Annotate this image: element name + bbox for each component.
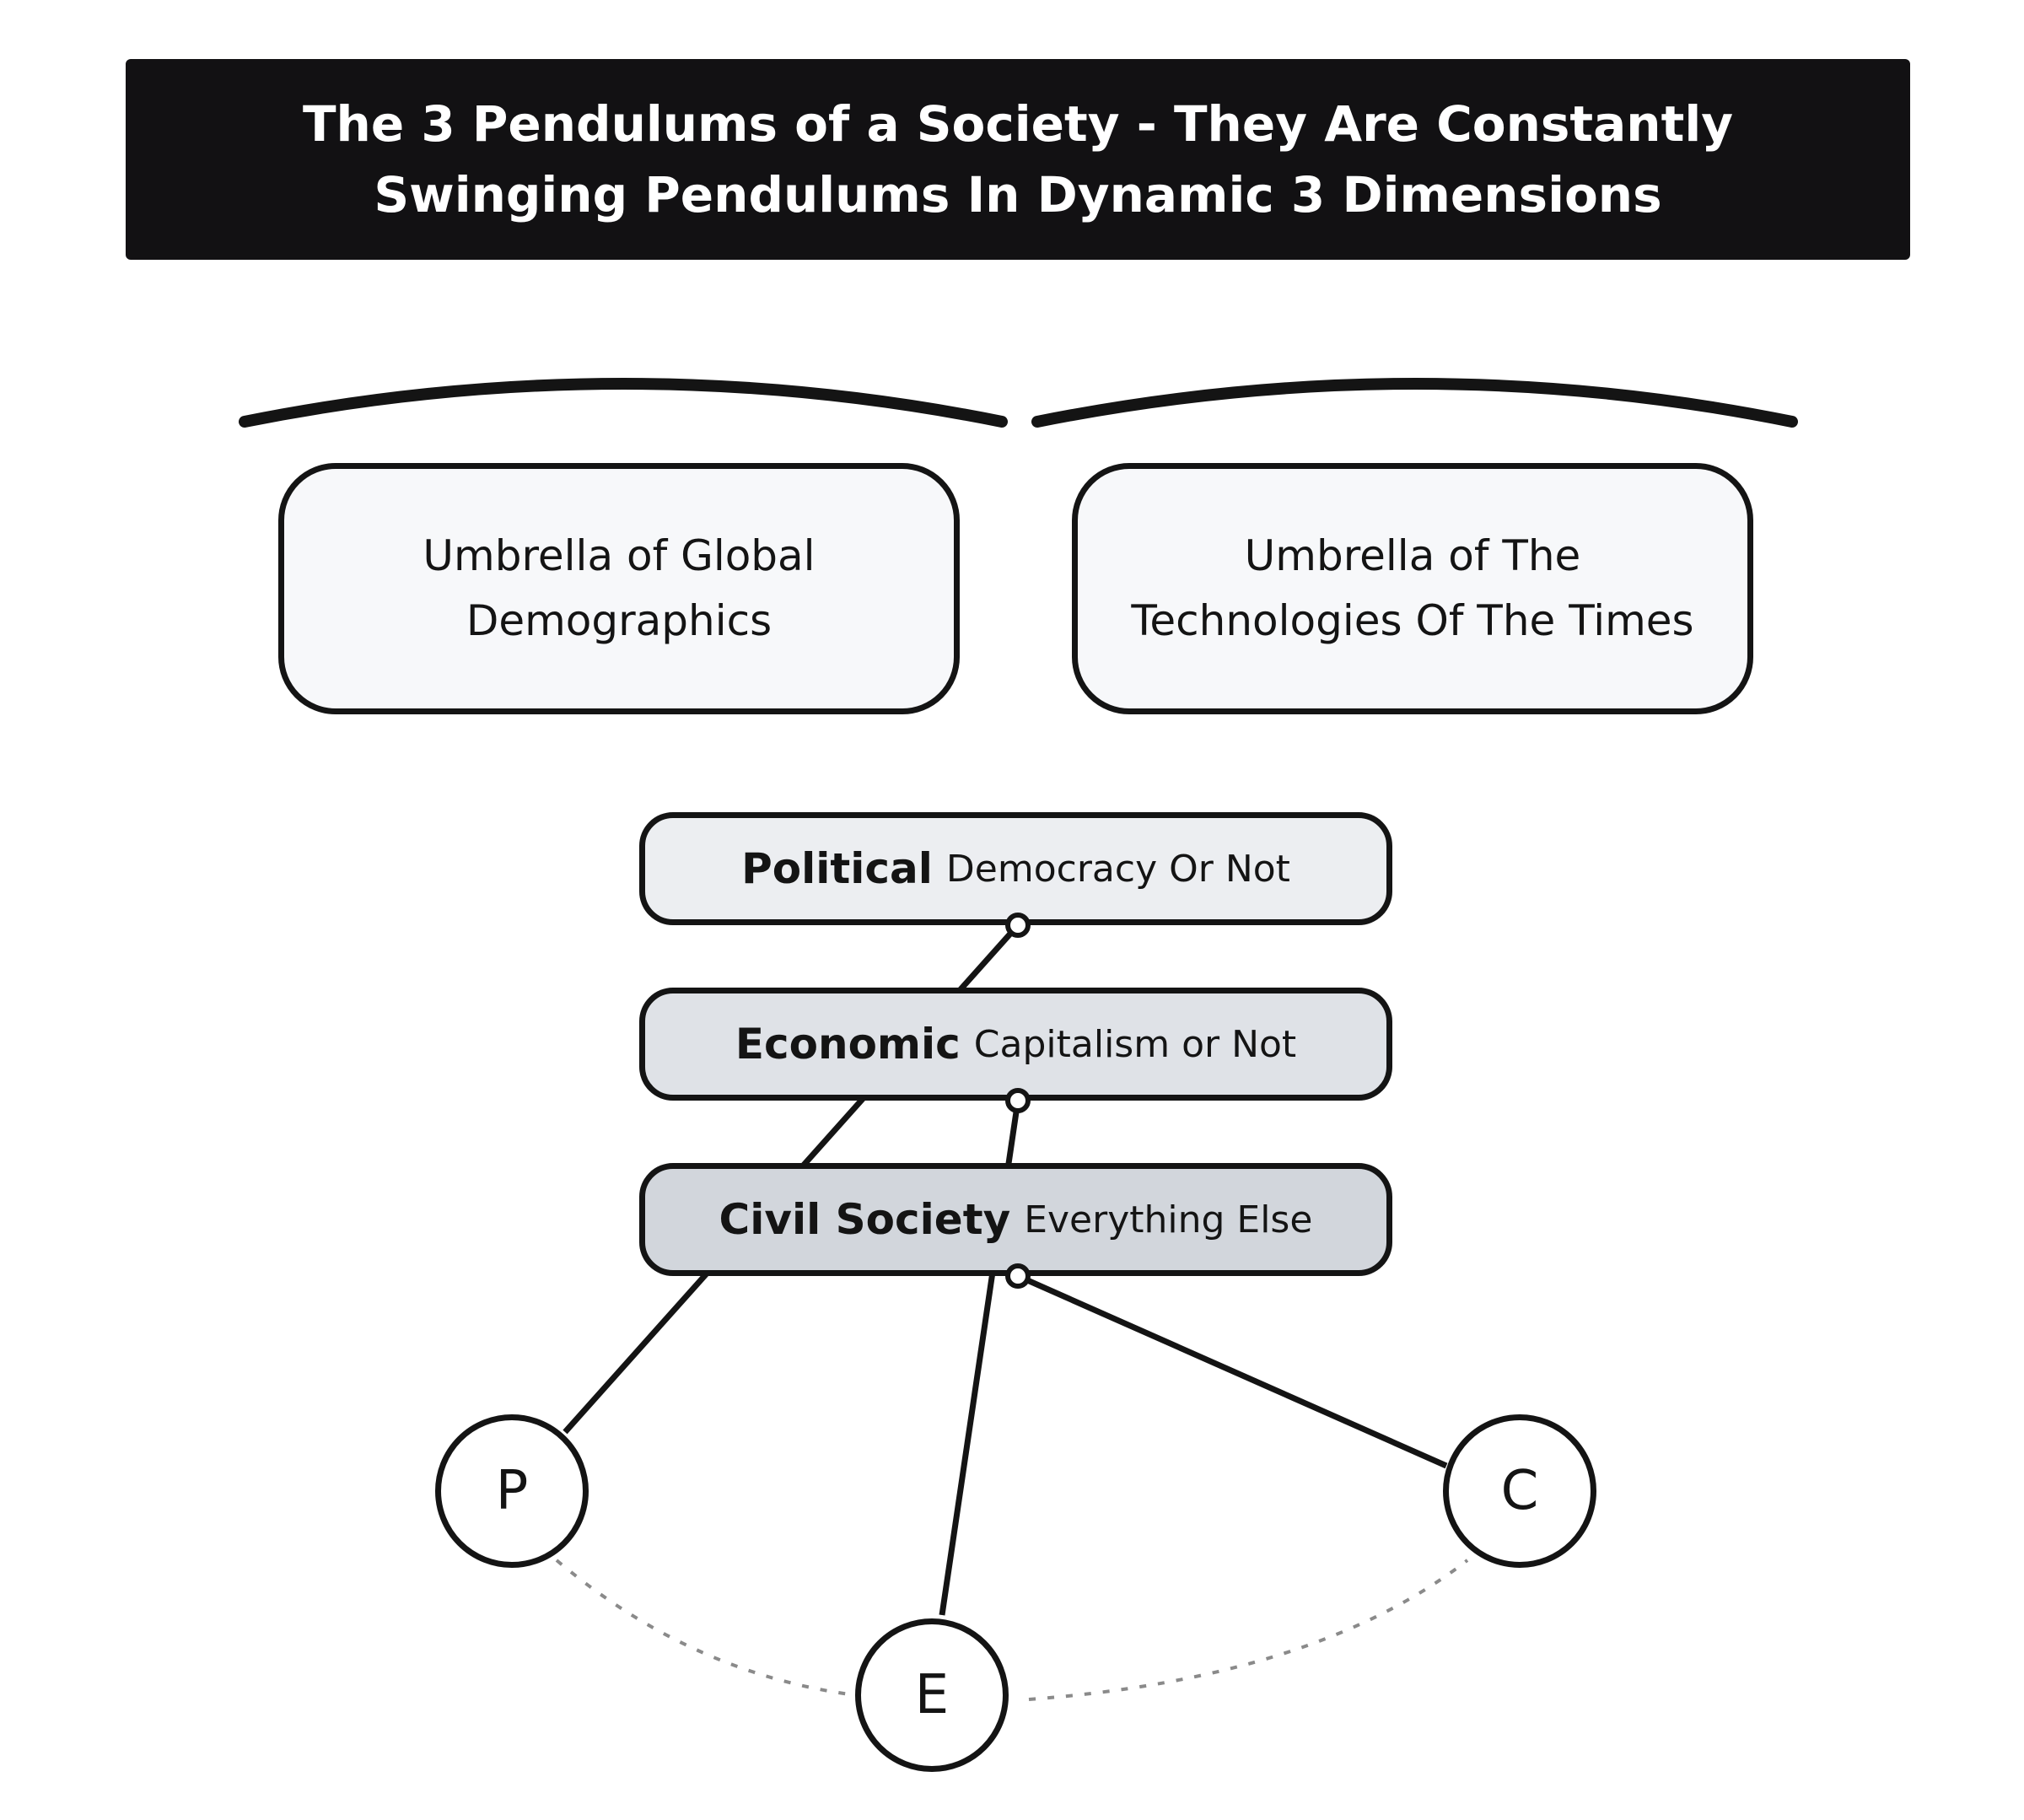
umbrella-global-demographics: Umbrella of Global Demographics	[278, 463, 960, 714]
umbrella-technologies-of-the-times: Umbrella of The Technologies Of The Time…	[1072, 463, 1753, 714]
pendulum-label: E	[914, 1664, 950, 1726]
title-banner: The 3 Pendulums of a Society - They Are …	[126, 59, 1910, 260]
dimension-description: Democracy Or Not	[945, 847, 1290, 891]
umbrella-arc-technologies	[1031, 378, 1798, 428]
pendulum-label: P	[495, 1460, 529, 1522]
dimension-economic: Economic Capitalism or Not	[639, 988, 1392, 1101]
pendulum-label: C	[1500, 1460, 1539, 1522]
dimension-description: Everything Else	[1024, 1198, 1313, 1241]
pendulum-string-civil	[1016, 1273, 1448, 1469]
pivot-point-economic	[1005, 1088, 1031, 1113]
pendulum-bob-p: P	[435, 1414, 589, 1568]
pendulum-bob-c: C	[1443, 1414, 1596, 1568]
umbrella-label-line-1: Umbrella of The	[1244, 531, 1581, 580]
dimension-name: Economic	[735, 1020, 961, 1069]
umbrella-label-line-1: Umbrella of Global	[423, 531, 816, 580]
title-line-1: The 3 Pendulums of a Society - They Are …	[302, 95, 1734, 153]
pendulum-bob-e: E	[855, 1618, 1009, 1772]
dimension-name: Civil Society	[719, 1195, 1011, 1244]
umbrella-label-line-2: Technologies Of The Times	[1131, 596, 1694, 645]
title-line-2: Swinging Pendulums In Dynamic 3 Dimensio…	[374, 166, 1662, 223]
pendulum-swing-arc	[555, 1559, 1469, 1701]
pivot-point-political	[1005, 913, 1031, 938]
dimension-political: Political Democracy Or Not	[639, 812, 1392, 925]
dimension-description: Capitalism or Not	[973, 1022, 1297, 1066]
umbrella-arc-demographics	[239, 378, 1008, 428]
umbrella-label-line-2: Demographics	[466, 596, 772, 645]
dimension-name: Political	[741, 844, 933, 893]
pivot-point-civil	[1005, 1263, 1031, 1289]
